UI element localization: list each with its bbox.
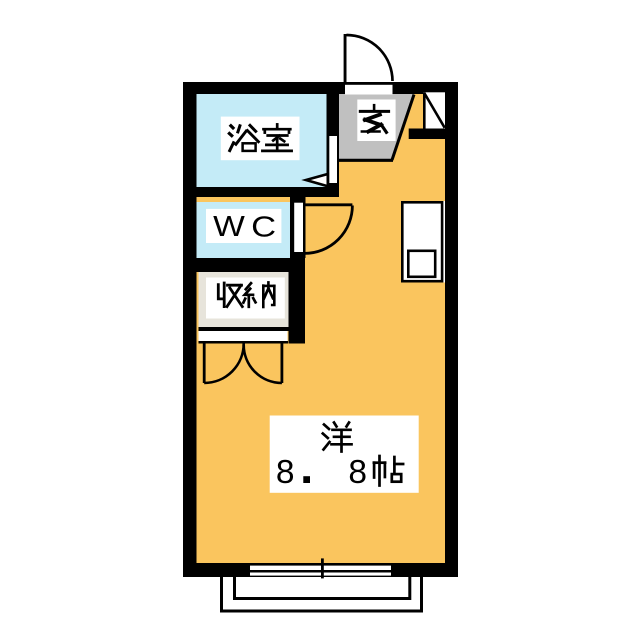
svg-text:W: W xyxy=(213,211,245,243)
svg-text:C: C xyxy=(251,212,276,244)
svg-text:8: 8 xyxy=(348,454,367,491)
svg-text:8: 8 xyxy=(276,454,295,491)
